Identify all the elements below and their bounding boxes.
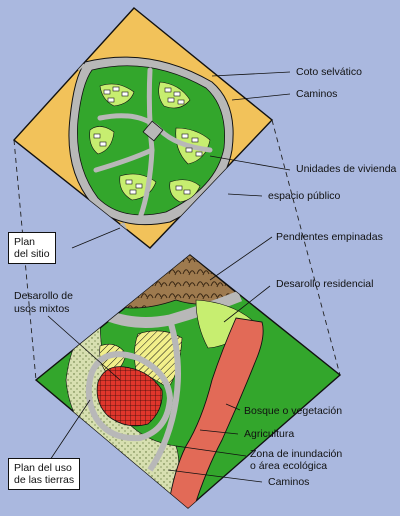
label-coto: Coto selvático — [296, 66, 362, 78]
plan-uso-box: Plan del uso de las tierras — [8, 458, 81, 490]
label-unidades: Unidades de vivienda — [296, 163, 397, 175]
site-plan — [12, 7, 274, 249]
label-agricultura: Agricultura — [244, 428, 295, 440]
plan-sitio-box: Plan del sitio — [8, 232, 56, 264]
label-mixtos-2: usos mixtos — [14, 303, 70, 315]
label-zona-1: Zona de inundación — [250, 448, 343, 460]
plan-sitio-line1: Plan — [14, 236, 36, 248]
plan-sitio-line2: del sitio — [14, 248, 50, 260]
label-caminos-top: Caminos — [296, 88, 338, 100]
label-bosque: Bosque o vegetación — [244, 405, 343, 417]
label-pendientes: Pendientes empinadas — [276, 231, 383, 243]
label-residencial: Desarollo residencial — [276, 278, 374, 290]
leader-lines — [45, 71, 291, 483]
plan-uso-line1: Plan del uso — [14, 462, 72, 474]
label-espacio: espacio público — [268, 190, 341, 202]
plan-uso-line2: de las tierras — [14, 474, 75, 486]
label-mixtos-1: Desarollo de — [14, 290, 73, 302]
label-caminos-bottom: Caminos — [268, 476, 310, 488]
label-zona-2: o área ecológica — [250, 460, 328, 472]
